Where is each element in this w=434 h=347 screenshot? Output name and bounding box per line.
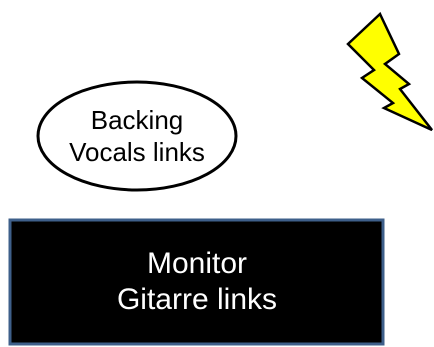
monitor-guitar-line2: Gitarre links — [116, 283, 278, 316]
backing-vocals-ellipse — [36, 80, 238, 192]
backing-vocals-line1: Backing — [90, 105, 184, 135]
monitor-guitar-line1: Monitor — [146, 247, 248, 280]
monitor-guitar-label: Monitor Gitarre links — [12, 222, 382, 342]
monitor-guitar-box — [8, 218, 385, 346]
backing-vocals-label: Backing Vocals links — [38, 82, 236, 190]
backing-vocals-line2: Vocals links — [69, 137, 205, 167]
lightning-bolt-icon — [346, 11, 433, 132]
